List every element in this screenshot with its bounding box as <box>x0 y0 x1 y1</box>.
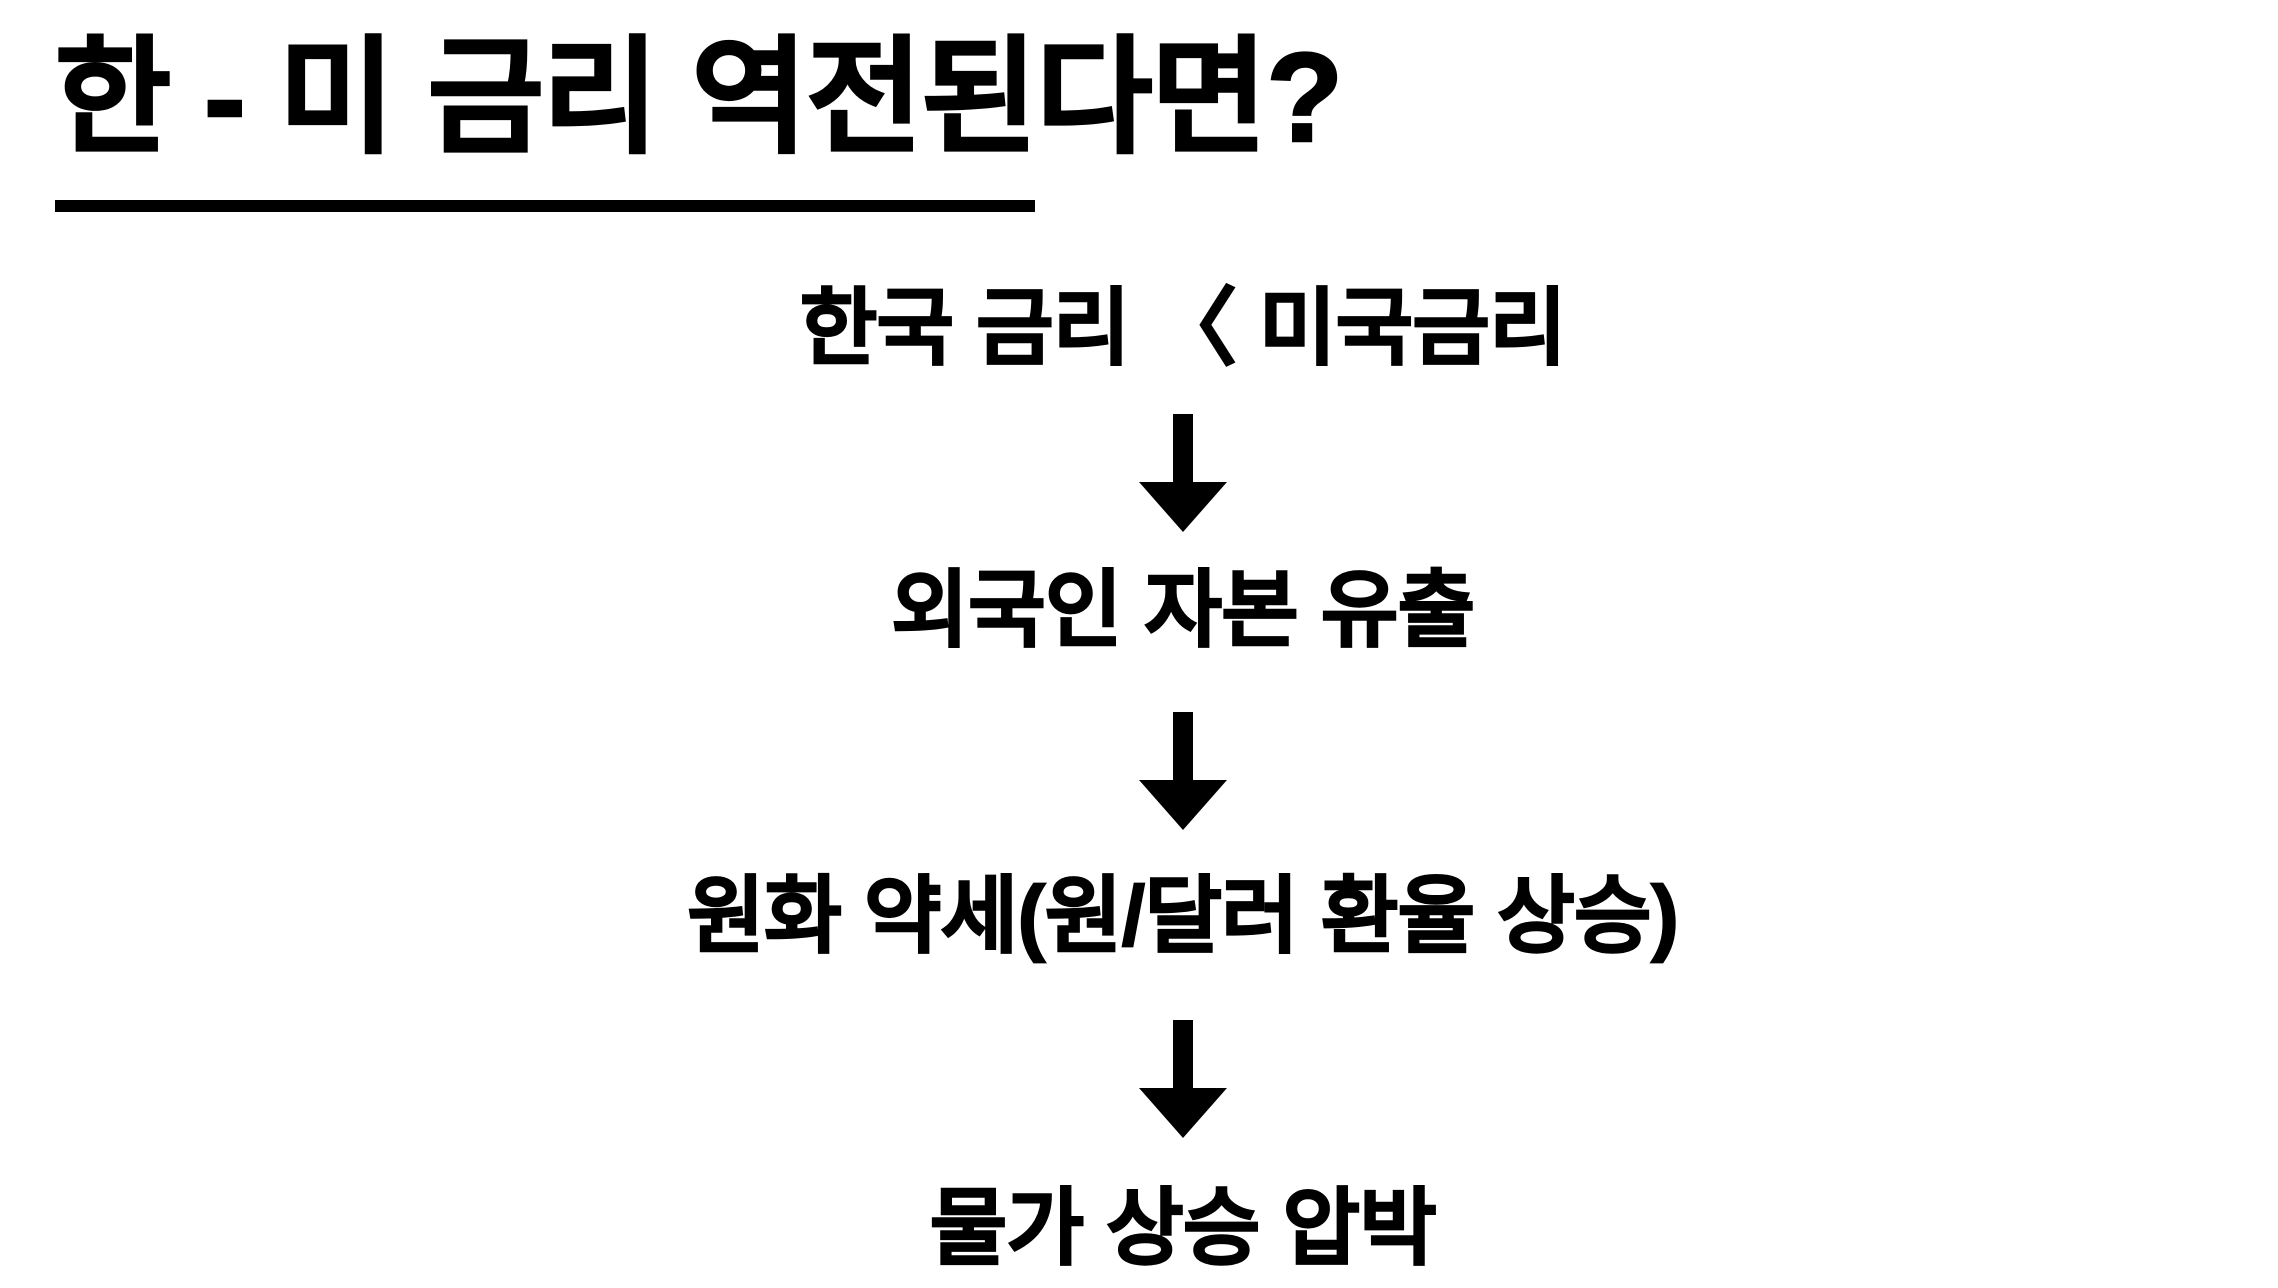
flow-connector-3 <box>0 1020 2278 1138</box>
arrow-down-icon <box>1139 1020 1227 1138</box>
flow-connector-2 <box>0 712 2278 830</box>
arrow-down-icon <box>1139 414 1227 532</box>
arrow-down-icon <box>1139 712 1227 830</box>
page-title: 한 - 미 금리 역전된다면? <box>54 26 1345 169</box>
flow-chart: 한국 금리 〈 미국금리 외국인 자본 유출 원화 약세(원/달러 환율 상승) <box>0 268 2278 1288</box>
flow-step-4: 물가 상승 압박 <box>0 1168 2278 1288</box>
title-block: 한 - 미 금리 역전된다면? <box>54 18 1455 212</box>
flow-step-3: 원화 약세(원/달러 환율 상승) <box>0 856 2278 976</box>
flow-step-4-label: 물가 상승 압박 <box>929 1180 1438 1276</box>
flow-step-1-label: 한국 금리 〈 미국금리 <box>799 280 1568 376</box>
flow-step-3-label: 원화 약세(원/달러 환율 상승) <box>687 868 1680 964</box>
flow-connector-1 <box>0 414 2278 532</box>
flow-step-2: 외국인 자본 유출 <box>0 550 2278 670</box>
flow-step-2-label: 외국인 자본 유출 <box>891 562 1476 658</box>
title-underline <box>55 200 1035 212</box>
flow-step-1: 한국 금리 〈 미국금리 <box>0 268 2278 388</box>
